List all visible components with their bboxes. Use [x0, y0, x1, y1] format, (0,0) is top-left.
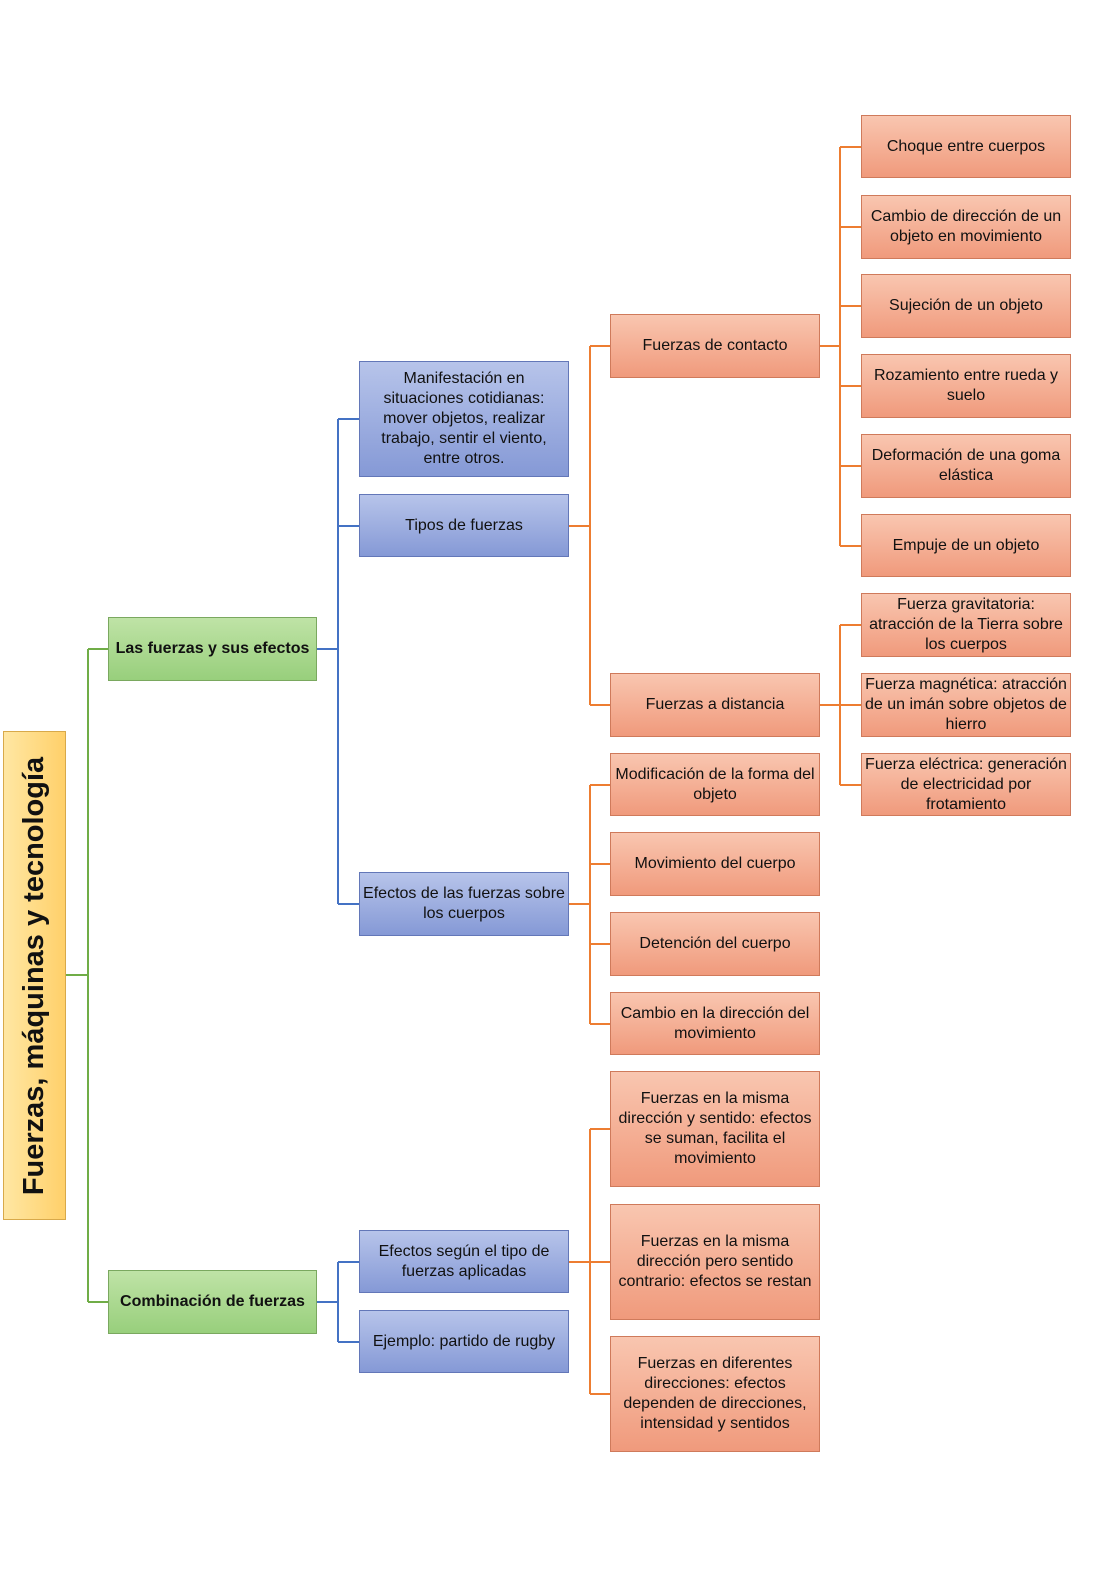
node-detencion-cuerpo: Detención del cuerpo: [610, 912, 820, 976]
node-label: Detención del cuerpo: [639, 935, 791, 952]
node-gravitatoria: Fuerza gravitatoria: atracción de la Tie…: [861, 593, 1071, 657]
node-label: Manifestación en situaciones cotidianas:…: [381, 370, 547, 467]
node-label: Rozamiento entre rueda y suelo: [873, 367, 1059, 404]
root-node: Fuerzas, máquinas y tecnología: [3, 731, 66, 1220]
node-label: Deformación de una goma elástica: [871, 447, 1061, 484]
node-label: Combinación de fuerzas: [120, 1293, 305, 1310]
node-diferentes-direcciones: Fuerzas en diferentes direcciones: efect…: [610, 1336, 820, 1452]
node-empuje: Empuje de un objeto: [861, 514, 1071, 577]
node-ejemplo-rugby: Ejemplo: partido de rugby: [359, 1310, 569, 1373]
node-label: Choque entre cuerpos: [886, 137, 1046, 155]
node-label: Cambio en la dirección del movimiento: [620, 1004, 810, 1042]
node-label: Fuerza magnética: atracción de un imán s…: [865, 676, 1067, 733]
node-label: Ejemplo: partido de rugby: [372, 1332, 556, 1350]
node-manifestacion: Manifestación en situaciones cotidianas:…: [359, 361, 569, 477]
node-movimiento-cuerpo: Movimiento del cuerpo: [610, 832, 820, 896]
node-label: Efectos según el tipo de fuerzas aplicad…: [378, 1242, 550, 1280]
node-misma-sentido: Fuerzas en la misma dirección y sentido:…: [610, 1071, 820, 1187]
node-label: Cambio de dirección de un objeto en movi…: [870, 208, 1062, 245]
node-label: Fuerzas de contacto: [642, 337, 788, 354]
node-deformacion: Deformación de una goma elástica: [861, 434, 1071, 498]
node-label: Fuerza eléctrica: generación de electric…: [865, 755, 1067, 813]
node-tipos-fuerzas: Tipos de fuerzas: [359, 494, 569, 557]
node-sujecion: Sujeción de un objeto: [861, 274, 1071, 338]
node-label: Movimiento del cuerpo: [634, 855, 796, 872]
node-choque: Choque entre cuerpos: [861, 115, 1071, 178]
node-fuerzas-efectos: Las fuerzas y sus efectos: [108, 617, 317, 681]
node-misma-contrario: Fuerzas en la misma dirección pero senti…: [610, 1204, 820, 1320]
node-label: Tipos de fuerzas: [405, 516, 523, 534]
node-efectos-tipo: Efectos según el tipo de fuerzas aplicad…: [359, 1230, 569, 1293]
node-rozamiento: Rozamiento entre rueda y suelo: [861, 354, 1071, 418]
node-label: Fuerzas en la misma dirección pero senti…: [618, 1233, 812, 1290]
node-efectos-cuerpos: Efectos de las fuerzas sobre los cuerpos: [359, 872, 569, 936]
node-label: Las fuerzas y sus efectos: [115, 640, 310, 657]
node-magnetica: Fuerza magnética: atracción de un imán s…: [861, 673, 1071, 737]
node-label: Empuje de un objeto: [892, 536, 1040, 554]
node-fuerzas-distancia: Fuerzas a distancia: [610, 673, 820, 737]
node-label: Sujeción de un objeto: [889, 297, 1043, 314]
node-fuerzas-contacto: Fuerzas de contacto: [610, 314, 820, 378]
node-label: Fuerzas en la misma dirección y sentido:…: [618, 1090, 812, 1167]
node-label: Modificación de la forma del objeto: [615, 765, 815, 803]
node-label: Fuerza gravitatoria: atracción de la Tie…: [869, 596, 1063, 653]
node-label: Fuerzas a distancia: [645, 696, 785, 713]
node-modificacion-forma: Modificación de la forma del objeto: [610, 753, 820, 816]
node-cambio-direccion: Cambio en la dirección del movimiento: [610, 992, 820, 1055]
root-label: Fuerzas, máquinas y tecnología: [18, 756, 51, 1195]
node-electrica: Fuerza eléctrica: generación de electric…: [861, 753, 1071, 816]
node-combinacion-fuerzas: Combinación de fuerzas: [108, 1270, 317, 1334]
node-cambio-objeto: Cambio de dirección de un objeto en movi…: [861, 195, 1071, 259]
node-label: Efectos de las fuerzas sobre los cuerpos: [363, 885, 565, 922]
node-label: Fuerzas en diferentes direcciones: efect…: [623, 1355, 807, 1432]
